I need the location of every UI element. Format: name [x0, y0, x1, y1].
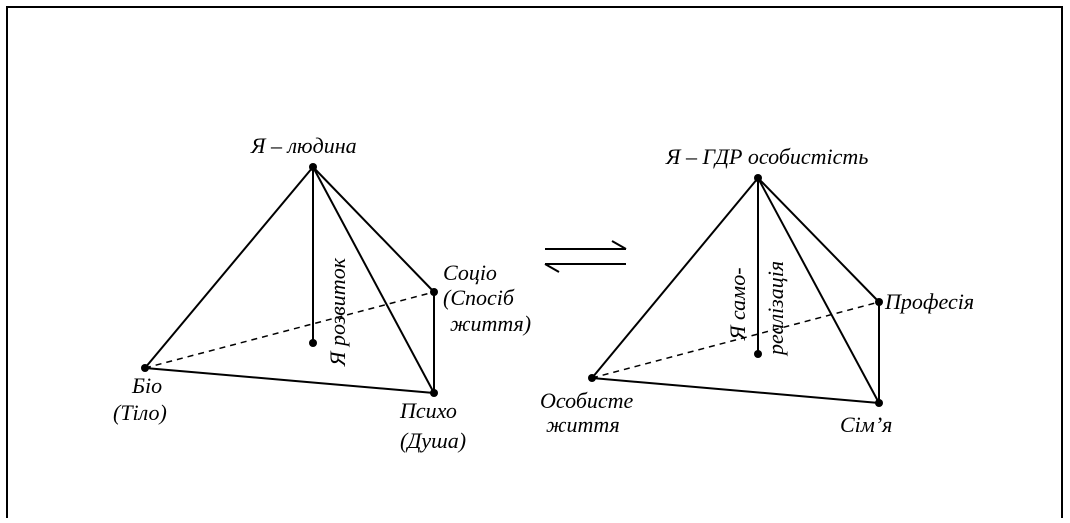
- right-pyramid: Я – ГДР особистість Професія Особисте жи…: [540, 144, 974, 437]
- right-vertex-personal: [588, 374, 596, 382]
- arrow-left-head: [544, 263, 560, 273]
- left-psycho-label: Психо: [399, 398, 457, 423]
- right-profession-label: Професія: [884, 289, 974, 314]
- left-vertex-apex: [309, 163, 317, 171]
- left-edge-bio-psycho: [144, 367, 435, 394]
- right-edge-apex-personal: [591, 177, 759, 379]
- right-personal-label: Особисте: [540, 388, 634, 413]
- left-edge-apex-socio: [312, 166, 435, 293]
- right-personal-sublabel: життя: [546, 412, 620, 437]
- right-axis-label-line1: Я само-: [725, 267, 750, 341]
- right-vertex-apex: [754, 174, 762, 182]
- right-axis-label-line2: реалізація: [763, 261, 788, 357]
- left-socio-sublabel-2: життя): [450, 311, 531, 336]
- bidirectional-arrows: [544, 240, 627, 273]
- left-socio-label: Соціо: [443, 260, 497, 285]
- left-bio-label: Біо: [131, 373, 162, 398]
- right-family-label: Сім’я: [840, 412, 892, 437]
- right-edge-apex-profession: [757, 177, 880, 303]
- left-apex-label: Я – людина: [250, 133, 357, 158]
- left-pyramid: Я – людина Біо (Тіло) Соціо (Спосіб житт…: [113, 133, 531, 453]
- left-vertex-bio: [141, 364, 149, 372]
- left-bio-sublabel: (Тіло): [113, 400, 167, 425]
- left-vertex-psycho: [430, 389, 438, 397]
- right-apex-label: Я – ГДР особистість: [665, 144, 868, 169]
- left-axis-label: Я розвиток: [325, 257, 350, 367]
- right-edge-personal-family: [591, 377, 880, 404]
- right-edge-apex-family: [757, 177, 880, 404]
- frame-border: [6, 6, 1063, 518]
- left-axis-center: [309, 339, 317, 347]
- left-psycho-sublabel: (Душа): [400, 428, 466, 453]
- left-edge-apex-psycho: [312, 166, 435, 394]
- right-vertex-profession: [875, 298, 883, 306]
- left-vertex-socio: [430, 288, 438, 296]
- left-edge-apex-bio: [144, 166, 314, 369]
- right-vertex-family: [875, 399, 883, 407]
- left-socio-sublabel-1: (Спосіб: [443, 285, 515, 310]
- right-axis-center: [754, 350, 762, 358]
- left-hidden-edge-bio-socio: [144, 291, 435, 369]
- arrow-right-head: [611, 240, 627, 250]
